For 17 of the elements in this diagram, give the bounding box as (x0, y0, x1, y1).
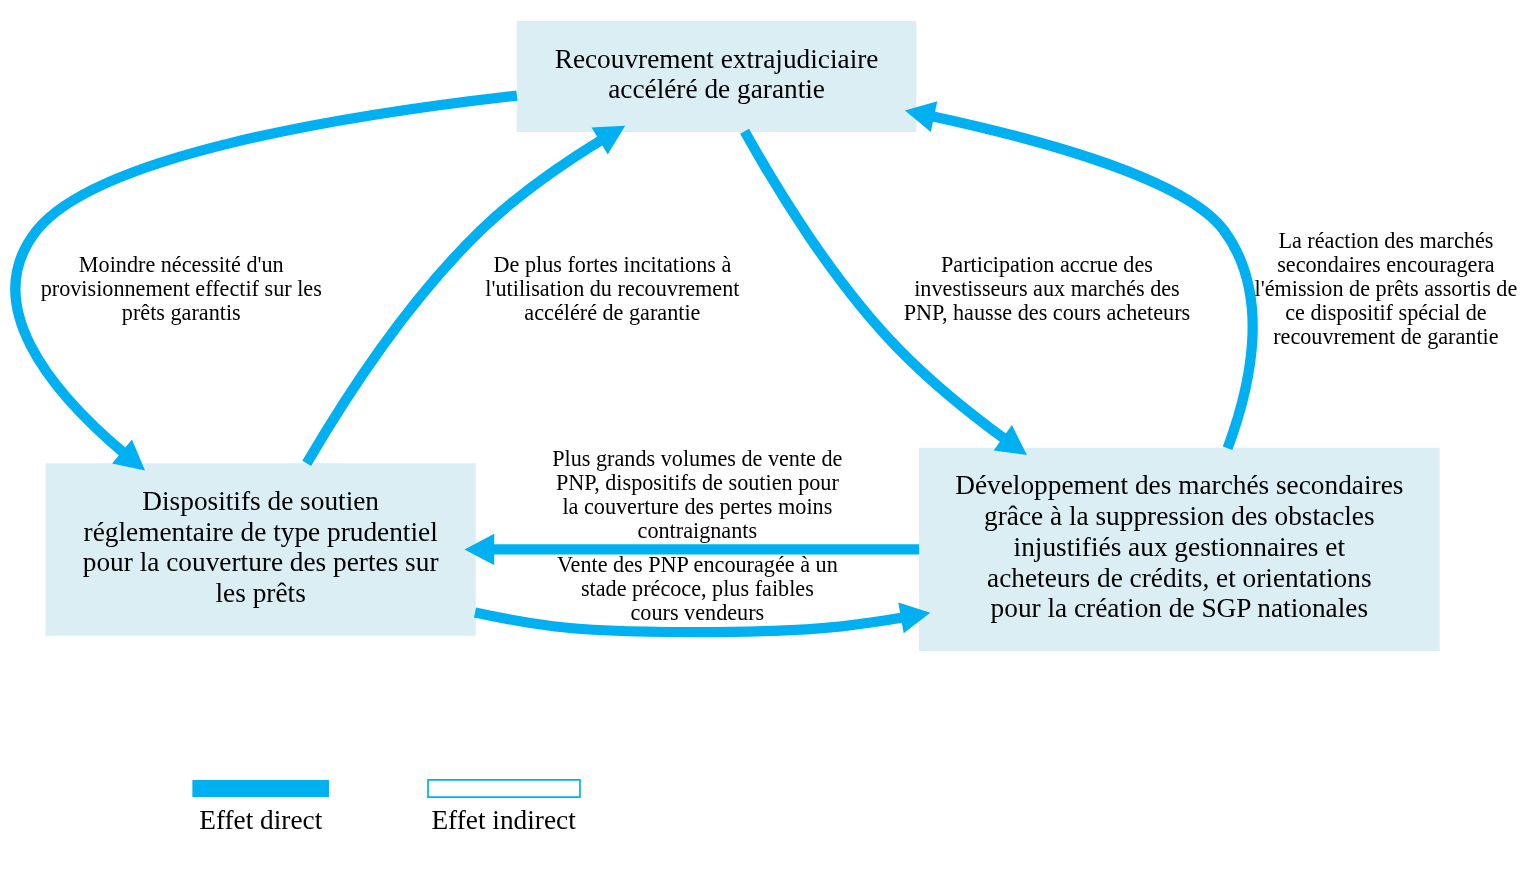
node-box: Développement des marchés secondaires grâce à la suppression des obstacles injustifiés aux gestionnaires et acheteurs de crédits, et orientations pour la création de SGP nationales (918, 447, 1440, 652)
legend-label: Effet indirect (431, 805, 576, 836)
legend-label: Effet direct (199, 805, 323, 836)
node-box: Recouvrement extrajudiciaire accéléré de garantie (516, 20, 917, 132)
arrow (10, 90, 518, 471)
arrow (740, 128, 1027, 456)
edge-label: Moindre nécessité d'un provisionnement effectif sur les prêts garantis (40, 251, 322, 325)
edge-label: La réaction des marchés secondaires encouragera l'émission de prêts assortis de ce dispositif spécial de recouvrement de garantie (1254, 227, 1518, 349)
arrow (464, 533, 920, 566)
edge-label: Plus grands volumes de vente de PNP, dispositifs de soutien pour la couverture des pertes moins contraignants (552, 446, 843, 544)
edge-label: Participation accrue des investisseurs aux marchés des PNP, hausse des cours acheteurs (903, 251, 1191, 325)
edge-label: Vente des PNP encouragée à un stade précoce, plus faibles cours vendeurs (556, 552, 838, 626)
edge-label: De plus fortes incitations à l'utilisation du recouvrement accéléré de garantie (485, 251, 740, 325)
arrow (473, 602, 931, 638)
node-box: Dispositifs de soutien réglementaire de type prudentiel pour la couverture des pertes sur les prêts (45, 463, 476, 636)
arrow (904, 101, 1258, 450)
arrow (302, 125, 626, 467)
